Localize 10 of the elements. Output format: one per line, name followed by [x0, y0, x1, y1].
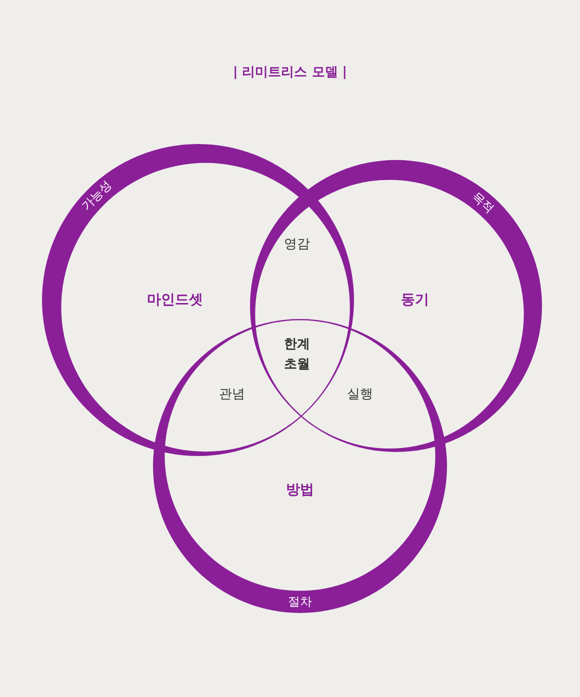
- circle-label: 동기: [401, 291, 429, 309]
- overlap-label: 영감: [283, 236, 311, 254]
- diagram-title: | 리미트리스 모델 |: [232, 64, 348, 81]
- ring-label: 목적: [468, 188, 498, 217]
- circle-label: 마인드셋: [147, 291, 203, 309]
- overlap-label: 실행: [346, 386, 374, 404]
- circle-label: 방법: [286, 481, 314, 499]
- ring-label: 절차: [288, 594, 312, 610]
- overlap-label: 관념: [218, 386, 246, 404]
- overlap-label: 한계 초월: [283, 336, 311, 374]
